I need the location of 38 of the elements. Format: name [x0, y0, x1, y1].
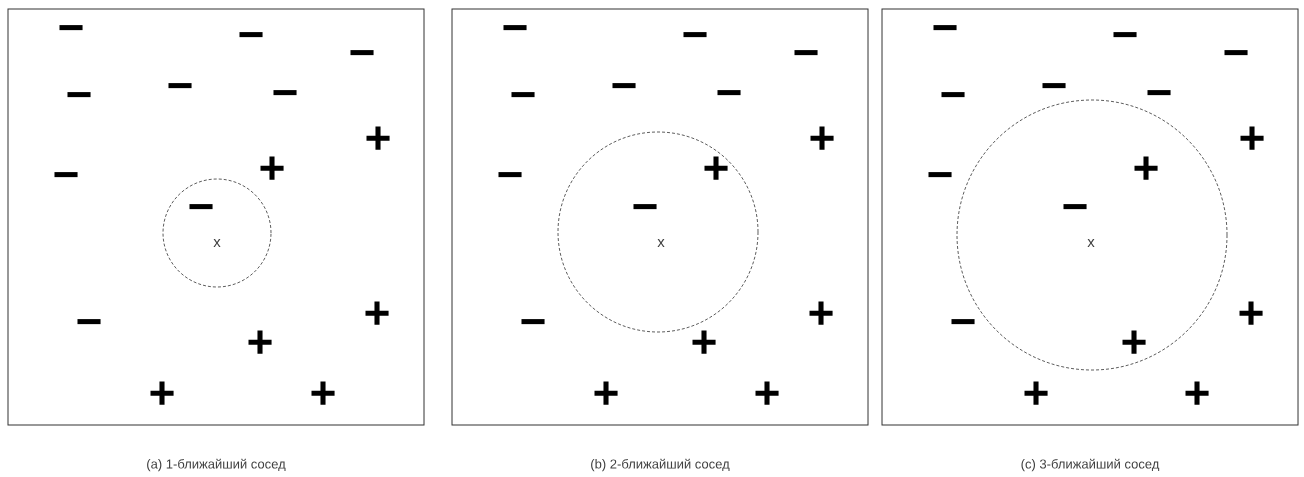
sign: −	[168, 83, 192, 89]
sign: −	[511, 92, 535, 98]
sign: −	[951, 319, 975, 325]
sign: −	[1113, 32, 1137, 38]
sign: −	[612, 83, 636, 89]
sign: +	[366, 126, 390, 150]
sign: −	[239, 32, 263, 38]
sign: +	[150, 381, 174, 405]
sign: −	[633, 204, 657, 210]
sign: +	[755, 381, 779, 405]
sign: −	[683, 32, 707, 38]
sign: −	[503, 25, 527, 31]
sign: −	[794, 50, 818, 56]
panel-heading: (b) 2-ближайший сосед	[591, 458, 730, 472]
sign: +	[810, 126, 834, 150]
sign: +	[704, 156, 728, 180]
sign: +	[311, 381, 335, 405]
sign: +	[365, 301, 389, 325]
sign: +	[692, 330, 716, 354]
sign: −	[273, 90, 297, 96]
sign: −	[1224, 50, 1248, 56]
sign: −	[941, 92, 965, 98]
sign: +	[1134, 156, 1158, 180]
panel-heading: (a) 1-ближайший сосед	[147, 458, 286, 472]
sign: −	[59, 25, 83, 31]
sign: +	[1122, 330, 1146, 354]
sign: −	[189, 204, 213, 210]
sign: −	[77, 319, 101, 325]
panel-heading: (c) 3-ближайший сосед	[1021, 458, 1160, 472]
sign: +	[248, 330, 272, 354]
sign: +	[809, 301, 833, 325]
sign: −	[54, 172, 78, 178]
sign: +	[594, 381, 618, 405]
sign: +	[260, 156, 284, 180]
sign: −	[1063, 204, 1087, 210]
sign: −	[350, 50, 374, 56]
sign: −	[67, 92, 91, 98]
sign: −	[933, 25, 957, 31]
